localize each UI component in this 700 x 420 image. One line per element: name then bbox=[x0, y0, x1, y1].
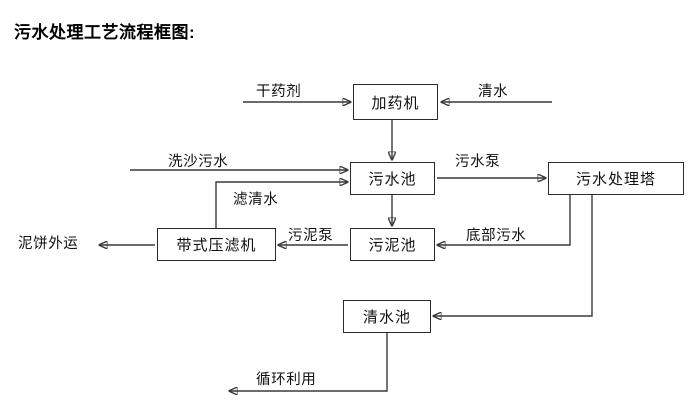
node-sewage-pool[interactable]: 污水池 bbox=[350, 162, 435, 195]
page-title: 污水处理工艺流程框图: bbox=[14, 23, 196, 42]
wire-treat-tower-to-sludge-pool bbox=[437, 195, 571, 245]
edge-label-bottom-sewage: 底部污水 bbox=[466, 228, 527, 244]
node-belt-filter-press[interactable]: 带式压滤机 bbox=[157, 228, 276, 261]
node-label: 加药机 bbox=[371, 94, 420, 112]
wire-clean-pool-to-recycle bbox=[229, 333, 388, 391]
edge-label-sludge-pump: 污泥泵 bbox=[288, 228, 334, 244]
node-dosing-machine[interactable]: 加药机 bbox=[353, 84, 438, 120]
node-label: 污泥池 bbox=[368, 237, 417, 254]
edge-label-filtrate-water: 滤清水 bbox=[233, 192, 279, 208]
edge-label-sewage-pump: 污水泵 bbox=[455, 154, 501, 170]
node-treatment-tower[interactable]: 污水处理塔 bbox=[548, 162, 684, 195]
node-label: 带式压滤机 bbox=[176, 237, 257, 254]
node-sludge-pool[interactable]: 污泥池 bbox=[350, 228, 435, 261]
node-label: 污水处理塔 bbox=[575, 171, 656, 188]
edge-label-clean-water-inlet: 清水 bbox=[478, 84, 509, 100]
wire-belt-press-to-sewage-pool bbox=[215, 182, 348, 228]
node-label: 污水池 bbox=[368, 171, 417, 188]
wire-treat-tower-to-clean-pool bbox=[433, 195, 593, 316]
edge-label-dry-agent: 干药剂 bbox=[256, 84, 302, 100]
node-label: 清水池 bbox=[362, 309, 411, 326]
edge-label-wash-sand-sewage: 洗沙污水 bbox=[168, 154, 229, 170]
edge-label-mud-cake-output: 泥饼外运 bbox=[18, 236, 79, 252]
edge-label-recycle-reuse: 循环利用 bbox=[256, 372, 317, 388]
node-clean-water-pool[interactable]: 清水池 bbox=[343, 300, 431, 333]
